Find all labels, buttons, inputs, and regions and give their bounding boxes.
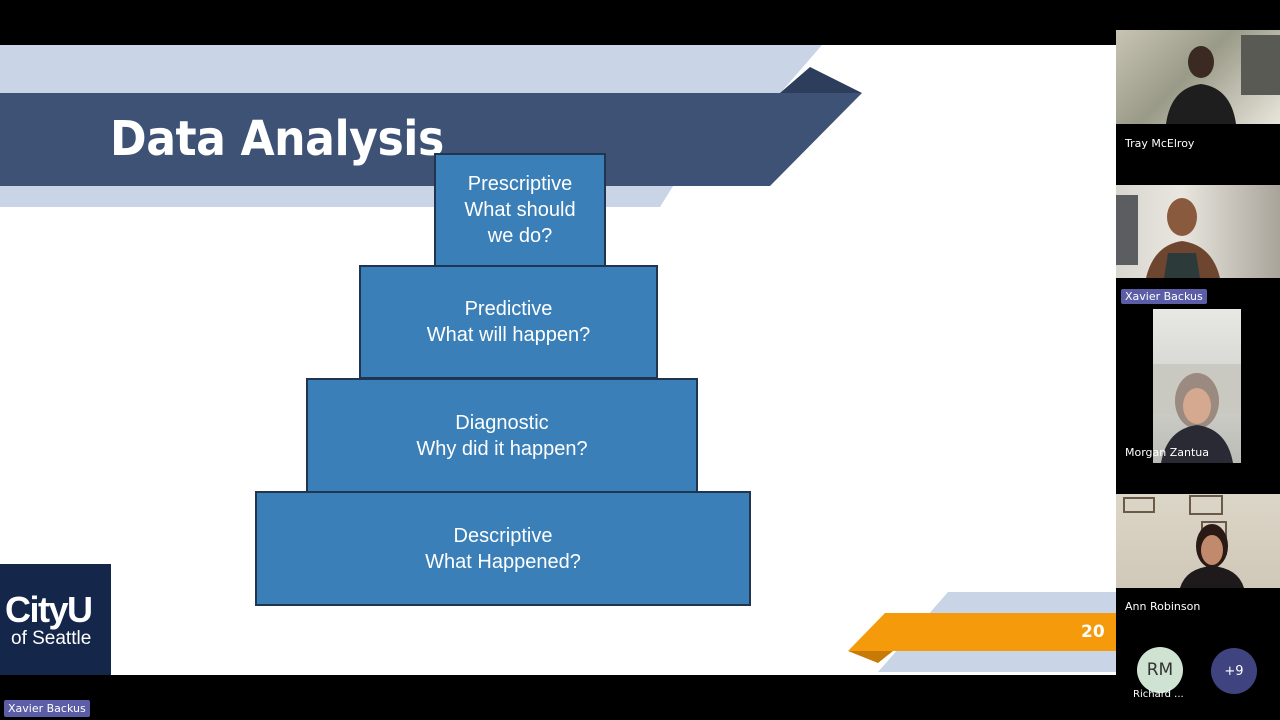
participant-name: Richard ...: [1133, 689, 1184, 700]
logo-line1: CityU: [5, 588, 93, 630]
participant-video: [1153, 309, 1241, 463]
tier-label: Diagnostic: [455, 411, 549, 434]
active-speaker-label: Xavier Backus: [4, 700, 90, 717]
person-silhouette-icon: [1123, 495, 1244, 588]
slide-page-number: 20: [1081, 622, 1105, 642]
slide-title: Data Analysis: [110, 111, 444, 167]
participant-video: [1116, 494, 1280, 588]
participant-tile[interactable]: Morgan Zantua: [1116, 309, 1280, 463]
banner-tip: [780, 67, 862, 93]
slide-decoration: [0, 45, 1116, 672]
participant-name: Morgan Zantua: [1125, 446, 1210, 459]
tier-label: Prescriptive: [467, 173, 573, 195]
more-participants-button[interactable]: +9: [1211, 648, 1257, 694]
person-silhouette-icon: [1153, 364, 1241, 463]
participant-tile[interactable]: Xavier Backus: [1116, 185, 1280, 309]
participant-tile[interactable]: Ann Robinson: [1116, 494, 1280, 620]
presentation-slide: Data Analysis Prescriptive What should w…: [0, 45, 1116, 675]
tier-label: Predictive: [464, 298, 553, 320]
participant-avatar-rm[interactable]: RM: [1137, 647, 1183, 693]
tier-question: What Happened?: [425, 550, 581, 573]
participant-video: [1116, 30, 1280, 124]
participant-name: Ann Robinson: [1125, 600, 1201, 613]
footer-orange: [848, 613, 1116, 651]
participant-tile[interactable]: Tray McElroy: [1116, 30, 1280, 185]
banner-dark: [0, 93, 862, 186]
tier-question: What should: [464, 199, 576, 221]
participant-name: Xavier Backus: [1121, 289, 1207, 304]
footer-orange-shadow: [848, 651, 893, 663]
pyramid-tier-predictive: Predictive What will happen?: [359, 265, 658, 379]
tier-question: we do?: [487, 225, 553, 247]
cityu-logo: CityU of Seattle: [0, 564, 111, 675]
participant-video: [1116, 185, 1280, 278]
logo-line2: of Seattle: [11, 627, 92, 649]
person-silhouette-icon: [1166, 35, 1280, 124]
tier-question: What will happen?: [426, 324, 591, 346]
person-silhouette-icon: [1116, 195, 1220, 278]
pyramid-tier-prescriptive: Prescriptive What should we do?: [434, 153, 606, 267]
banner-light-top: [0, 45, 822, 105]
participant-name: Tray McElroy: [1125, 137, 1195, 150]
tier-label: Descriptive: [453, 524, 553, 547]
tier-question: Why did it happen?: [416, 437, 588, 460]
pyramid-tier-descriptive: Descriptive What Happened?: [255, 491, 751, 606]
pyramid-tier-diagnostic: Diagnostic Why did it happen?: [306, 378, 698, 493]
